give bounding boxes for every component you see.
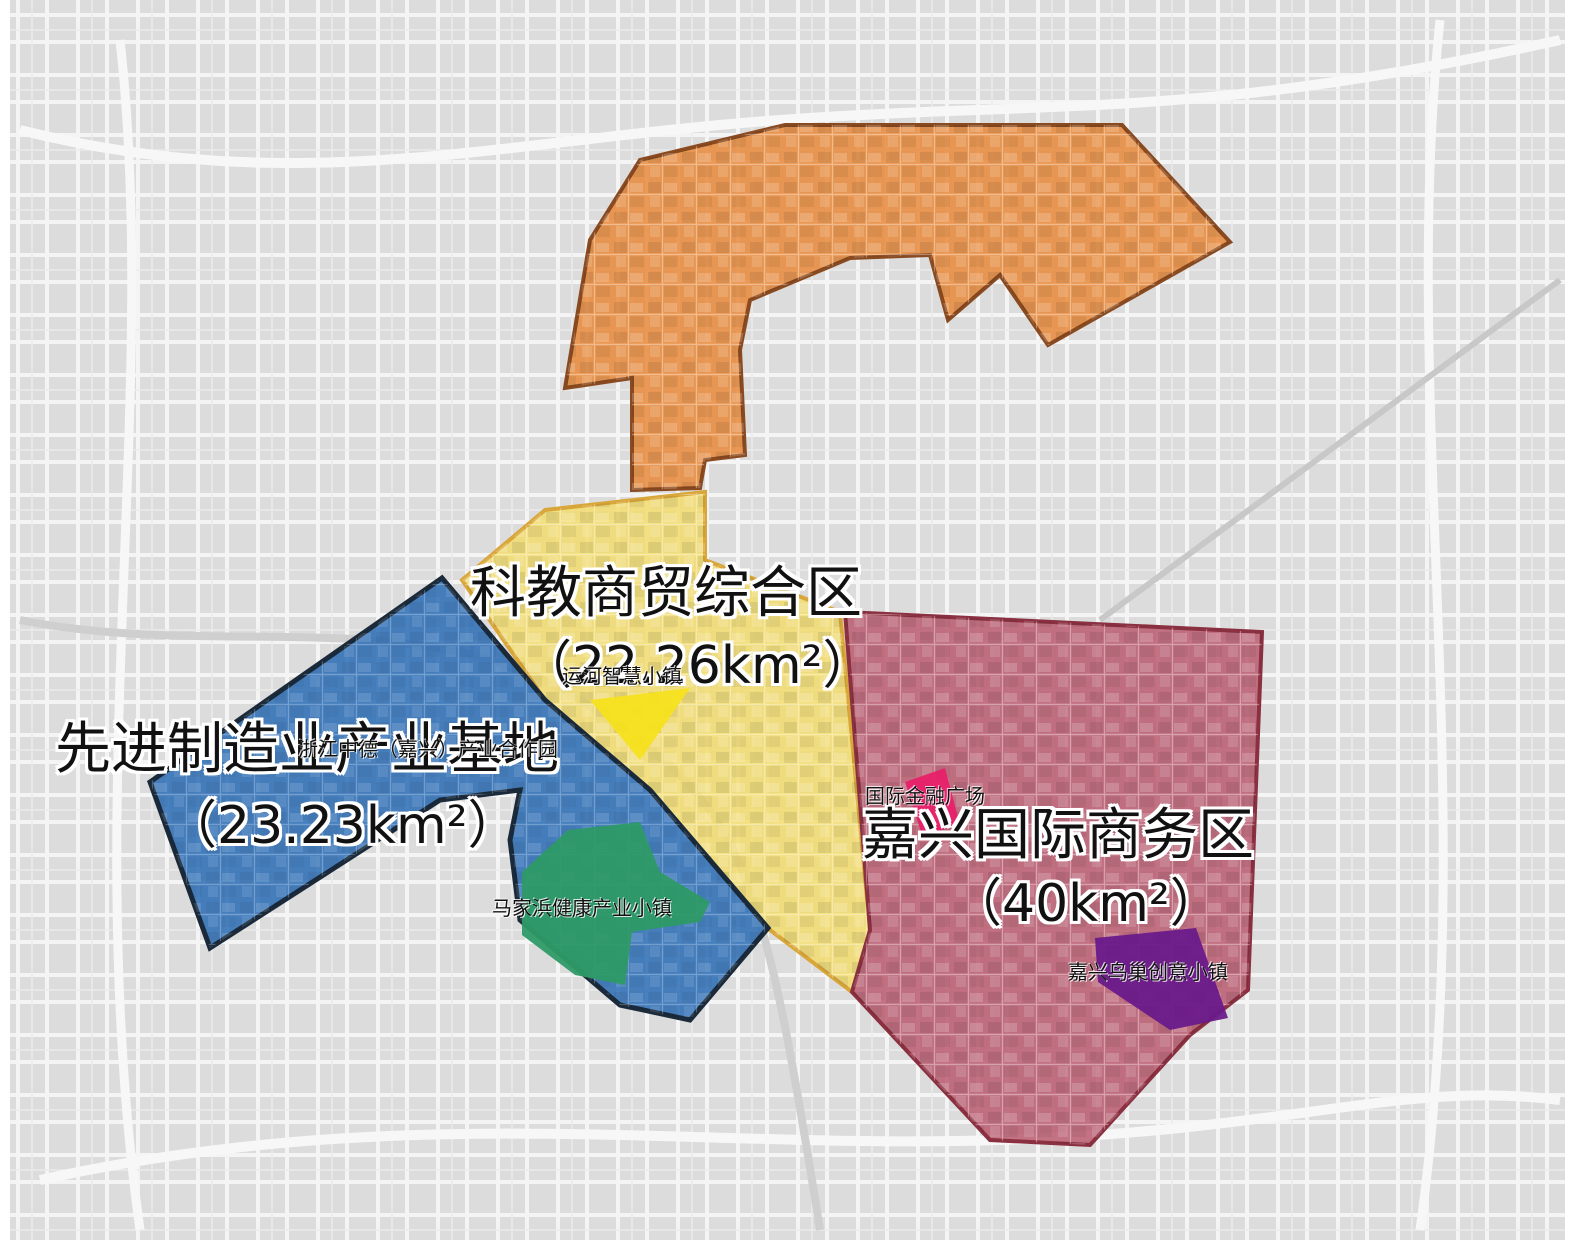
zone-science-parcels xyxy=(462,492,870,992)
zone-manufacturing-area: （23.23km²） xyxy=(165,796,520,856)
town-majiabang-label: 马家浜健康产业小镇 xyxy=(492,896,672,920)
town-finance-area xyxy=(905,768,960,835)
town-yunhe-label: 运河智慧小镇 xyxy=(562,664,682,688)
town-finance-label: 国际金融广场 xyxy=(865,784,985,808)
town-niaochao-area xyxy=(1095,928,1228,1030)
town-niaochao-label: 嘉兴鸟巢创意小镇 xyxy=(1068,960,1228,984)
town-yunhe-area xyxy=(590,688,690,760)
highway xyxy=(18,35,1562,168)
zone-manufacturing-title: 先进制造业产业基地 xyxy=(55,717,559,782)
highway xyxy=(38,1090,1561,1185)
highway xyxy=(112,39,145,1231)
highway xyxy=(1415,19,1448,1231)
zone-north-parcels xyxy=(565,125,1230,490)
town-zhongde-label: 浙江中德（嘉兴）产业合作园 xyxy=(298,737,558,761)
railway xyxy=(1098,277,1562,623)
zone-business-area: （40km²） xyxy=(950,874,1222,934)
zone-science-title: 科教商贸综合区 xyxy=(470,561,862,626)
town-majiabang-area xyxy=(522,822,710,985)
zone-business-title: 嘉兴国际商务区 xyxy=(862,803,1254,868)
zone-science-area: （22.26km²） xyxy=(520,636,875,696)
